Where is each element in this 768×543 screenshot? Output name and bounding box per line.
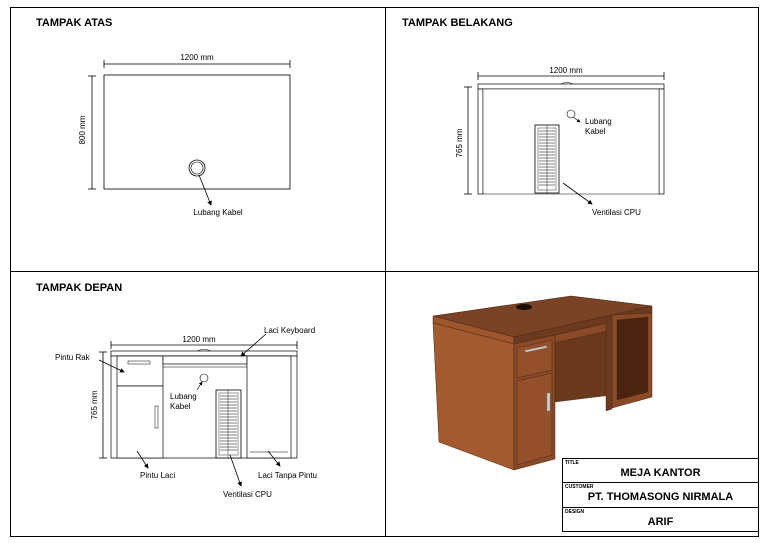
drawer-door-label: Pintu Laci (140, 471, 175, 480)
vertical-divider (385, 8, 386, 536)
title-row: TITLE MEJA KANTOR (563, 459, 758, 483)
top-width-dimension: 1200 mm (180, 53, 214, 62)
front-drawer (116, 355, 164, 387)
front-cable-label-1: Lubang (170, 392, 197, 401)
design-label: DESIGN (565, 509, 585, 515)
front-top-slab (110, 350, 298, 357)
front-keyboard-drawer (162, 355, 248, 365)
horizontal-divider (11, 271, 758, 272)
back-cable-hole (566, 109, 576, 119)
back-vent-label: Ventilasi CPU (592, 208, 641, 217)
drawing-sheet (10, 7, 759, 537)
top-view-title: TAMPAK ATAS (36, 17, 113, 29)
front-open-drawer (246, 355, 292, 459)
front-cpu-vent (215, 389, 242, 459)
front-vent-label: Ventilasi CPU (223, 490, 272, 499)
back-cable-label-1: Lubang (585, 117, 612, 126)
title-value: MEJA KANTOR (620, 467, 701, 479)
desk-drawer-front (516, 339, 553, 379)
desk-cable-hole (516, 304, 532, 310)
open-drawer-label: Laci Tanpa Pintu (258, 471, 317, 480)
design-row: DESIGN ARIF (563, 508, 758, 532)
desk-3d-render (432, 295, 653, 471)
back-view: 1200 mm 765 mm Lubang Kabel Ventil (455, 66, 665, 217)
rack-door-label: Pintu Rak (55, 353, 91, 362)
customer-value: PT. THOMASONG NIRMALA (587, 491, 734, 503)
front-width-dimension: 1200 mm (182, 335, 216, 344)
desk-door-front (516, 372, 553, 466)
front-view-title: TAMPAK DEPAN (36, 282, 123, 294)
top-view: 1200 mm 800 mm Lubang Kabel (78, 53, 291, 217)
back-height-dimension: 765 mm (455, 128, 464, 157)
back-top-slab (477, 83, 665, 90)
back-width-dimension: 1200 mm (549, 66, 583, 75)
back-cable-label-2: Kabel (585, 127, 606, 136)
customer-row: CUSTOMER PT. THOMASONG NIRMALA (563, 483, 758, 508)
top-depth-dimension: 800 mm (78, 115, 87, 144)
keyboard-drawer-label: Laci Keyboard (264, 326, 315, 335)
customer-label: CUSTOMER (565, 484, 594, 490)
front-cable-label-2: Kabel (170, 402, 191, 411)
front-cable-hole (199, 373, 209, 383)
front-height-dimension: 765 mm (90, 390, 99, 419)
design-value: ARIF (647, 516, 674, 528)
back-view-title: TAMPAK BELAKANG (402, 17, 513, 29)
top-cable-hole-label: Lubang Kabel (193, 208, 243, 217)
front-view: 1200 mm 765 mm (55, 326, 317, 499)
desk-side-panel (432, 322, 515, 471)
title-block: TITLE MEJA KANTOR CUSTOMER PT. THOMASONG… (562, 458, 759, 532)
title-label: TITLE (565, 460, 579, 466)
